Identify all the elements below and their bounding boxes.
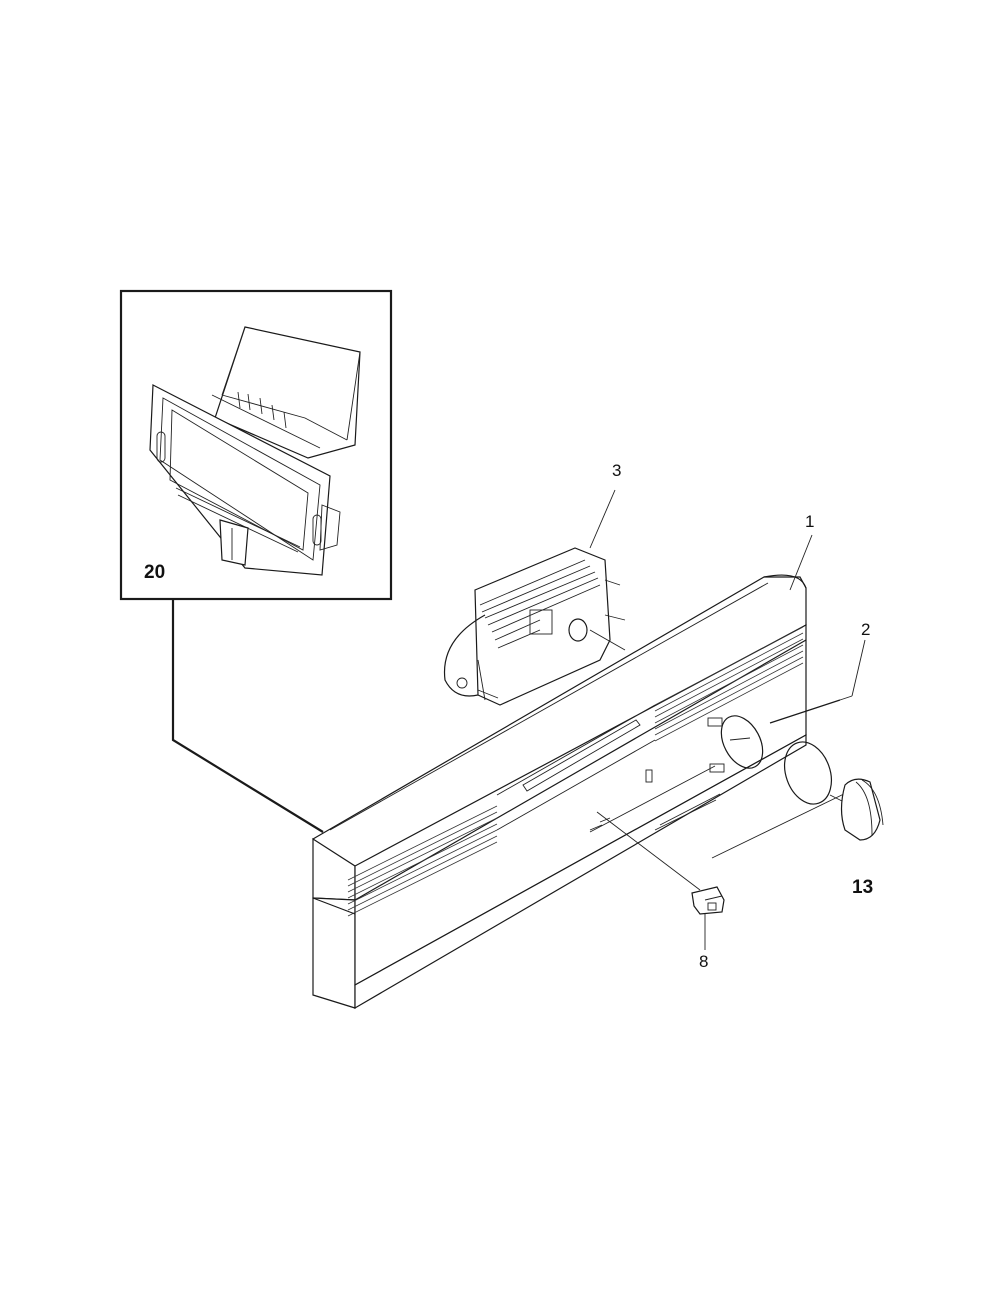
knob-drawing	[711, 741, 884, 859]
control-panel-drawing	[312, 574, 807, 1010]
panel-vent-right	[654, 626, 804, 742]
inset-detail-box	[119, 289, 393, 601]
button-drawing	[596, 811, 725, 950]
timer-drawing	[443, 489, 626, 706]
inset-leader-line	[171, 599, 324, 833]
callout-13: 13	[852, 877, 874, 898]
callout-20: 20	[144, 562, 166, 583]
panel-leader-line	[789, 534, 813, 591]
callout-2: 2	[861, 620, 871, 639]
panel-vent-left	[347, 805, 498, 917]
dispenser-housing-drawing	[149, 326, 361, 576]
callout-8: 8	[699, 952, 709, 971]
panel-overlay-drawing	[589, 639, 866, 833]
callout-1: 1	[805, 512, 815, 531]
callout-3: 3	[612, 461, 622, 480]
